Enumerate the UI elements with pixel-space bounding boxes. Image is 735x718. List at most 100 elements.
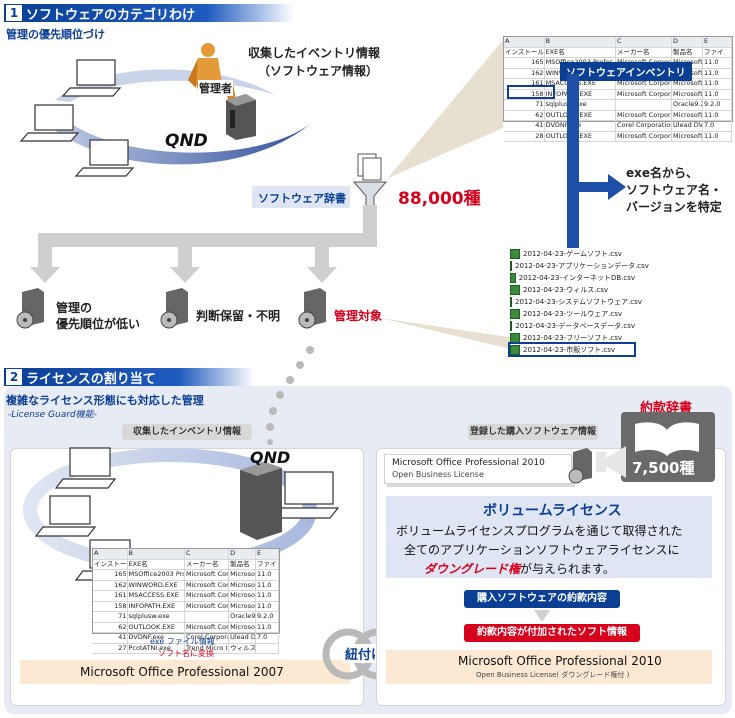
table-cell: 162 xyxy=(504,68,545,78)
dictionary-label: ソフトウェア辞書 xyxy=(258,192,346,205)
category-low-line1: 管理の xyxy=(56,301,93,315)
section2-number: 2 xyxy=(6,369,22,385)
qnd-logo-top: QND xyxy=(165,131,208,151)
inventory-tag: ソフトウェアインベントリ xyxy=(560,62,692,81)
selected-file-highlight xyxy=(508,342,636,357)
sheet-header-row: インストール数 EXE名 メーカー名 製品名 ファイ xyxy=(504,47,732,58)
table-cell xyxy=(256,643,279,653)
table-cell: 11.0 xyxy=(256,601,279,611)
table-cell: INFOPATH.EXE xyxy=(128,601,185,611)
table-cell: 161 xyxy=(93,591,128,601)
section1-number: 1 xyxy=(6,5,22,21)
table-cell: 11.0 xyxy=(703,110,732,120)
dictionary-count: 88,000種 xyxy=(398,189,481,209)
csv-file-item[interactable]: 2012-04-23-システムソフトウェア.csv xyxy=(510,296,642,308)
csv-file-icon xyxy=(510,297,512,307)
table-cell: 41 xyxy=(93,633,128,643)
table-cell: WINWORD.EXE xyxy=(128,580,185,590)
table-cell: Microsoft Corpora xyxy=(617,131,673,141)
csv-file-name: 2012-04-23-システムソフトウェア.csv xyxy=(515,298,642,306)
csv-file-item[interactable]: 2012-04-23-ウィルス.csv xyxy=(510,284,635,296)
attached-terms-label: 約款内容が付加されたソフト情報 xyxy=(464,624,640,642)
dotted-connector xyxy=(266,346,314,445)
table-cell: 11.0 xyxy=(256,570,279,580)
table-cell: OUTLOOK.EXE xyxy=(545,110,617,120)
col-letter: D xyxy=(229,549,256,559)
table-cell: 62 xyxy=(504,110,545,120)
category-pending-label: 判断保留・不明 xyxy=(196,309,281,323)
csv-file-item[interactable]: 2012-04-23-データベースデータ.csv xyxy=(510,320,635,332)
table-cell: 27 xyxy=(93,643,128,653)
table-cell: Microsoft xyxy=(673,110,703,120)
table-cell: 28 xyxy=(504,131,545,141)
col-letter: D xyxy=(672,37,703,47)
table-cell: 11.0 xyxy=(256,591,279,601)
csv-file-name: 2012-04-23-アプリケーションデータ.csv xyxy=(515,262,649,270)
downgrade-right-highlight: ダウングレード権 xyxy=(424,562,521,576)
link-label: 紐付け xyxy=(343,644,387,663)
csv-file-name: 2012-04-23-市販ソフト.csv xyxy=(523,346,616,354)
csv-file-item[interactable]: 2012-04-23-市販ソフト.csv xyxy=(510,344,635,356)
csv-file-list: 2012-04-23-ゲームソフト.csv 2012-04-23-アプリケーション… xyxy=(510,248,649,356)
table-cell: Microsoft xyxy=(230,580,256,590)
server-cd-icon-pending xyxy=(160,288,188,329)
table-cell: Microsoft Corpora xyxy=(186,591,230,601)
table-cell: Corel Corporation xyxy=(617,121,673,131)
right-product-name: Microsoft Office Professional 2010 xyxy=(458,654,662,668)
right-product-sub: Open Business License( ダウングレード権付 ) xyxy=(476,671,630,679)
csv-file-item[interactable]: 2012-04-23-アプリケーションデータ.csv xyxy=(510,260,649,272)
table-cell: 11.0 xyxy=(703,89,732,99)
exe-info-label: exe ファイル情報 xyxy=(150,637,215,646)
col-letter: C xyxy=(616,37,673,47)
csv-file-icon xyxy=(510,261,512,271)
table-cell: 11.0 xyxy=(703,131,732,141)
table-cell: 162 xyxy=(93,580,128,590)
section1-subtitle: 管理の優先順位づけ xyxy=(6,28,105,41)
book-icon xyxy=(621,412,715,482)
csv-file-item[interactable]: 2012-04-23-インターネットDB.csv xyxy=(510,272,635,284)
sheet2-header-row: インストール数 EXE名 メーカー名 製品名 ファイ xyxy=(93,559,279,570)
file-list-items: 2012-04-23-ゲームソフト.csv 2012-04-23-アプリケーション… xyxy=(510,248,649,356)
network-ring-illustration xyxy=(19,59,315,177)
server-icon-top xyxy=(226,94,256,140)
table-cell: DVDNF.exe xyxy=(545,121,617,131)
csv-file-item[interactable]: 2012-04-23-ゲームソフト.csv xyxy=(510,248,635,260)
volume-license-line1: ボリュームライセンスプログラムを通じて取得された xyxy=(396,524,683,538)
sheet-col-letters: A B C D E xyxy=(504,37,732,48)
volume-license-line3: ダウングレード権が与えられます。 xyxy=(424,560,615,577)
purchase-terms-label: 購入ソフトウェアの約款内容 xyxy=(464,590,620,608)
csv-file-icon xyxy=(510,249,520,259)
server-cd-icon-managed xyxy=(298,288,326,329)
table-cell: MSACCESS.EXE xyxy=(128,591,185,601)
col-letter: E xyxy=(703,37,732,47)
table-cell: 41 xyxy=(504,121,545,131)
license-card-line1: Microsoft Office Professional 2010 xyxy=(392,458,545,468)
exe-note-line2: ソフトウェア名・ xyxy=(626,183,723,197)
table-cell: 158 xyxy=(93,601,128,611)
table-cell: Microsoft xyxy=(673,89,703,99)
col-letter: E xyxy=(256,549,279,559)
csv-file-item[interactable]: 2012-04-23-ツールウェア.csv xyxy=(510,308,635,320)
header-cell: 製品名 xyxy=(229,559,256,569)
volume-license-line3-rest: が与えられます。 xyxy=(520,562,615,576)
table-cell: 11.0 xyxy=(256,580,279,590)
table-cell: sqlplusw.exe xyxy=(128,612,185,622)
convert-label: ソフト名に変換 xyxy=(158,649,214,658)
category-managed-label: 管理対象 xyxy=(334,309,383,323)
csv-file-name: 2012-04-23-インターネットDB.csv xyxy=(518,274,635,282)
server-cd-icon-card xyxy=(568,448,592,484)
table-cell: 158 xyxy=(504,89,545,99)
csv-file-icon xyxy=(510,285,520,295)
server-cd-icon-low xyxy=(16,288,44,329)
table-cell: Corel Corporation xyxy=(185,633,230,643)
csv-file-icon xyxy=(510,321,513,331)
table-cell: ウィルスバ xyxy=(230,643,256,653)
inventory-wedge xyxy=(388,40,503,178)
exe-note-line1: exe名から、 xyxy=(626,166,699,180)
table-cell xyxy=(616,100,673,110)
